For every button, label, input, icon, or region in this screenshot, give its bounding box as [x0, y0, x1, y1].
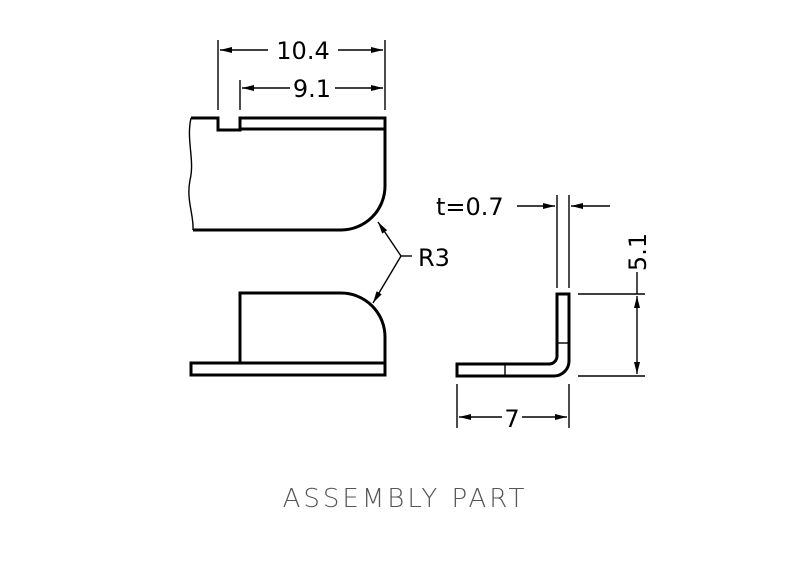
dimension-inner-width: 9.1 — [239, 75, 383, 110]
height-label: 5.1 — [624, 233, 652, 271]
base-length-label: 7 — [504, 405, 519, 433]
dimension-base-length: 7 — [456, 384, 570, 433]
radius-label: R3 — [418, 244, 450, 272]
thickness-label: t=0.7 — [436, 193, 504, 221]
dimension-height: 5.1 — [578, 233, 652, 377]
dimension-overall-width: 10.4 — [217, 37, 386, 110]
side-profile-view — [455, 292, 571, 378]
dimension-thickness: t=0.7 — [436, 193, 610, 288]
radius-callout: R3 — [372, 221, 450, 304]
break-line — [188, 117, 194, 231]
dim-10-4-label: 10.4 — [276, 37, 329, 65]
upper-part-view — [188, 116, 387, 232]
drawing-caption: ASSEMBLY PART — [283, 484, 528, 514]
lower-part-view — [189, 291, 387, 377]
dim-9-1-label: 9.1 — [293, 75, 331, 103]
